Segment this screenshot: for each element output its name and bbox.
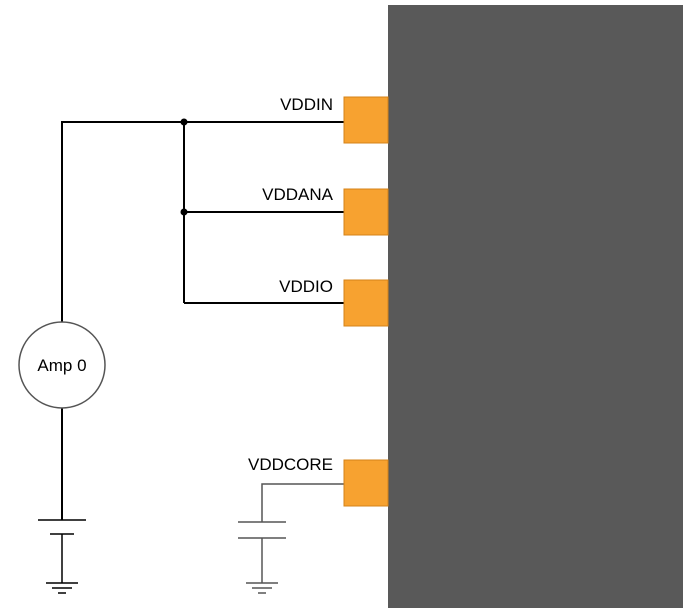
chip-body xyxy=(388,5,683,608)
pin-label-vddio: VDDIO xyxy=(279,277,333,296)
supply-wires xyxy=(61,121,344,520)
battery-symbol xyxy=(38,519,86,583)
vddcore-wire xyxy=(261,483,344,583)
pin-pad-vddana xyxy=(343,188,389,236)
wire-meter-to-vddin xyxy=(61,121,344,322)
ground-symbol-left xyxy=(46,582,78,594)
pin-pad-vddin xyxy=(343,96,389,144)
pin-pad-vddcore xyxy=(343,459,389,507)
ammeter-circle xyxy=(18,321,106,409)
ammeter-label: Amp 0 xyxy=(37,356,86,375)
pin-label-vddana: VDDANA xyxy=(262,185,334,204)
pin-label-vddcore: VDDCORE xyxy=(248,455,333,474)
pin-label-vddin: VDDIN xyxy=(280,95,333,114)
junction-dot-vddin xyxy=(180,118,188,126)
ammeter: Amp 0 xyxy=(18,321,106,409)
ground-symbol-right xyxy=(246,582,278,594)
junction-dot-vddana xyxy=(180,208,188,216)
capacitor-symbol xyxy=(238,521,286,539)
pin-pad-vddio xyxy=(343,279,389,327)
